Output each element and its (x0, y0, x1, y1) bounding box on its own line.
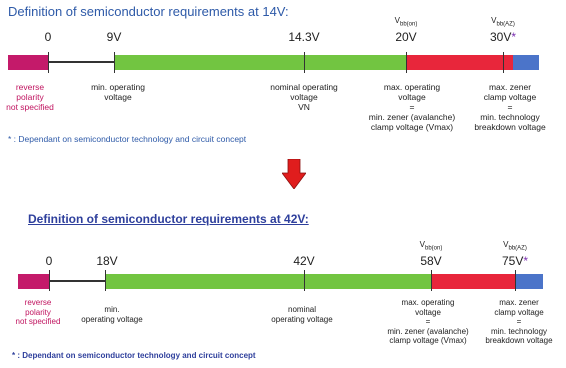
operating-range-segment (114, 55, 406, 70)
vbb-on-label-42: Vbb(on) (419, 240, 443, 252)
axis-line-42 (49, 280, 105, 282)
label-max-operating: max. operating voltage = min. zener (ava… (368, 82, 456, 132)
value-9v: 9V (106, 30, 122, 44)
tick-75v (515, 270, 516, 291)
title-42v: Definition of semiconductor requirements… (28, 212, 309, 226)
vbb-az-label: Vbb(AZ) (491, 16, 515, 28)
value-75v: 75V* (501, 254, 529, 268)
value-0v-42: 0 (45, 254, 53, 268)
down-arrow-icon (282, 159, 306, 189)
tick-14-3v (304, 52, 305, 73)
value-58v: 58V (420, 254, 442, 268)
operating-range-segment-42 (105, 274, 431, 289)
overvoltage-segment (406, 55, 513, 70)
vbb-on-label: Vbb(on) (394, 16, 418, 28)
reverse-polarity-segment-42 (18, 274, 49, 289)
footnote-14v: * : Dependant on semiconductor technolog… (8, 134, 247, 144)
value-14-3v: 14.3V (288, 30, 320, 44)
label-max-operating-42: max. operating voltage = min. zener (ava… (387, 298, 469, 345)
label-min-operating-42: min. operating voltage (81, 305, 143, 324)
label-max-zener: max. zener clamp voltage = min. technolo… (474, 82, 546, 132)
label-nominal: nominal operating voltage VN (270, 82, 338, 112)
value-18v: 18V (96, 254, 118, 268)
tick-18v (105, 270, 106, 291)
label-min-operating: min. operating voltage (91, 82, 145, 102)
overvoltage-segment-42 (431, 274, 515, 289)
tick-30v (503, 52, 504, 73)
footnote-42v: * : Dependant on semiconductor technolog… (12, 351, 256, 360)
tick-0v-42 (49, 270, 50, 291)
zener-segment-42 (515, 274, 543, 289)
value-0v: 0 (44, 30, 52, 44)
tick-58v (431, 270, 432, 291)
value-20v: 20V (395, 30, 417, 44)
tick-42v (304, 270, 305, 291)
title-14v: Definition of semiconductor requirements… (8, 4, 289, 19)
value-30v: 30V* (489, 30, 517, 44)
axis-line (48, 61, 114, 63)
label-reverse-polarity-42: reverse polarity not specified (15, 298, 61, 326)
tick-0v (48, 52, 49, 73)
vbb-az-label-42: Vbb(AZ) (503, 240, 527, 252)
value-42v: 42V (293, 254, 315, 268)
label-reverse-polarity: reverse polarity not specified (6, 82, 54, 112)
reverse-polarity-segment (8, 55, 48, 70)
zener-segment (513, 55, 539, 70)
tick-20v (406, 52, 407, 73)
label-nominal-42: nominal operating voltage (271, 305, 333, 324)
label-max-zener-42: max. zener clamp voltage = min. technolo… (485, 298, 553, 345)
tick-9v (114, 52, 115, 73)
